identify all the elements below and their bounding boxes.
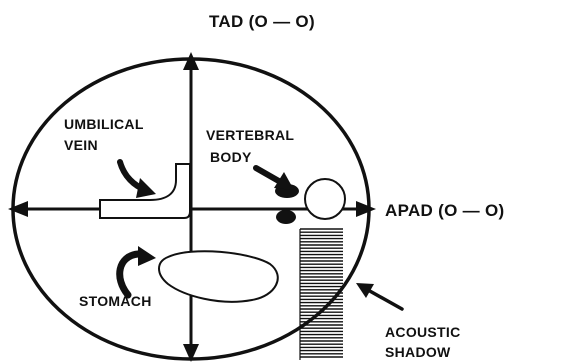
vertebral-body-label-line2: BODY: [210, 149, 252, 165]
stomach-label: STOMACH: [79, 293, 152, 309]
acoustic-shadow-label-line2: SHADOW: [385, 344, 451, 360]
stomach-pointer-arrow: [120, 254, 138, 295]
acoustic-pointer-arrow: [368, 290, 402, 309]
stomach-pointer-arrowhead: [138, 246, 156, 266]
vertebral-body-label-line1: VERTEBRAL: [206, 127, 294, 143]
umbilical-vein-label-line1: UMBILICAL: [64, 116, 144, 132]
vertebral-body-circle: [305, 179, 345, 219]
apad-arrowhead-left: [8, 201, 28, 217]
apad-arrowhead-right: [356, 201, 376, 217]
umbilical-vein-label-line2: VEIN: [64, 137, 98, 153]
umbilical-pointer-arrowhead: [136, 178, 156, 198]
acoustic-shadow-label-line1: ACOUSTIC: [385, 324, 461, 340]
tad-label: TAD (O — O): [209, 12, 315, 31]
apad-label: APAD (O — O): [385, 201, 504, 220]
dark-oval-lower: [276, 210, 296, 224]
stomach-outline: [159, 251, 278, 302]
tad-arrowhead-top: [183, 52, 199, 70]
